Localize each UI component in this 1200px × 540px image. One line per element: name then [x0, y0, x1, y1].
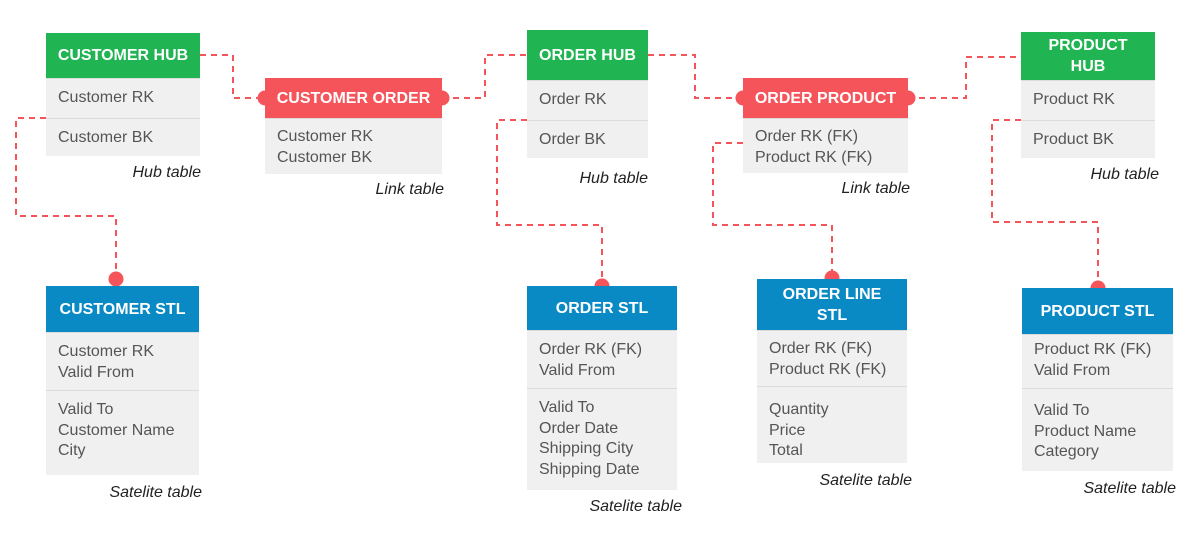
field-customer-rk: Customer RK: [58, 343, 155, 360]
customer-stl-attributes: Valid To Customer Name City: [46, 390, 199, 475]
field-price: Price: [769, 421, 806, 439]
order-stl-attributes: Valid To Order Date Shipping City Shippi…: [527, 388, 677, 490]
field-product-rk: Product RK: [1033, 91, 1115, 108]
order-line-stl-header: ORDER LINE STL: [757, 279, 907, 330]
field-valid-from: Valid From: [1034, 361, 1111, 379]
field-valid-from: Valid From: [539, 361, 616, 379]
connector-customer-hub-to-customer-order: [200, 54, 265, 99]
product-stl-attributes: Valid To Product Name Category: [1022, 388, 1173, 471]
order-line-stl-keys: Order RK (FK) Product RK (FK): [757, 330, 907, 386]
order-stl-caption: Satelite table: [589, 498, 682, 515]
order-hub-row: Order RK: [527, 80, 648, 120]
product-stl-keys: Product RK (FK) Valid From: [1022, 334, 1173, 388]
field-customer-bk: Customer BK: [58, 129, 154, 146]
field-valid-to: Valid To: [539, 399, 595, 416]
product-hub-caption: Hub table: [1090, 166, 1160, 183]
customer-order-caption: Link table: [375, 181, 445, 198]
customer-hub-table: CUSTOMER HUB Customer RK Customer BK: [46, 33, 200, 156]
field-product-rk-fk: Product RK (FK): [769, 360, 887, 378]
order-hub-caption: Hub table: [579, 170, 649, 187]
order-product-keys: Order RK (FK) Product RK (FK): [743, 118, 908, 173]
order-line-stl-title-line2: STL: [816, 306, 848, 324]
connector-customer-order-to-order-hub: [442, 54, 527, 99]
product-hub-table: PRODUCT HUB Product RK Product BK: [1021, 32, 1155, 158]
customer-stl-table: CUSTOMER STL Customer RK Valid From Vali…: [46, 286, 199, 475]
customer-hub-header: CUSTOMER HUB: [46, 33, 200, 78]
customer-order-keys: Customer RK Customer BK: [265, 118, 442, 174]
field-product-bk: Product BK: [1033, 131, 1114, 148]
order-product-header: ORDER PRODUCT: [743, 78, 908, 118]
field-product-rk-fk: Product RK (FK): [755, 148, 873, 166]
product-hub-row: Product BK: [1021, 120, 1155, 158]
order-hub-table: ORDER HUB Order RK Order BK: [527, 30, 648, 158]
order-hub-header: ORDER HUB: [527, 30, 648, 80]
field-quantity: Quantity: [769, 401, 829, 418]
product-hub-title-line2: HUB: [1070, 58, 1106, 75]
order-line-stl-caption: Satelite table: [819, 472, 912, 489]
field-total: Total: [769, 442, 803, 459]
field-customer-name: Customer Name: [58, 421, 175, 439]
order-product-caption: Link table: [841, 180, 911, 197]
order-stl-keys: Order RK (FK) Valid From: [527, 330, 677, 388]
field-valid-to: Valid To: [58, 401, 114, 418]
field-order-bk: Order BK: [539, 131, 606, 148]
customer-hub-caption: Hub table: [132, 164, 202, 181]
customer-stl-header: CUSTOMER STL: [46, 286, 199, 332]
product-hub-row: Product RK: [1021, 80, 1155, 120]
field-category: Category: [1034, 443, 1099, 460]
field-product-name: Product Name: [1034, 422, 1137, 440]
connector-dot: [108, 271, 124, 287]
field-city: City: [58, 442, 86, 459]
connector-order-hub-to-order-product: [648, 54, 743, 99]
field-product-rk-fk: Product RK (FK): [1034, 341, 1152, 358]
order-line-stl-table: ORDER LINE STL Order RK (FK) Product RK …: [757, 279, 907, 463]
customer-order-table: CUSTOMER ORDER Customer RK Customer BK: [265, 78, 442, 174]
order-stl-table: ORDER STL Order RK (FK) Valid From Valid…: [527, 286, 677, 490]
customer-order-header: CUSTOMER ORDER: [265, 78, 442, 118]
connector-order-product-to-product-hub: [908, 56, 1021, 99]
order-line-stl-attributes: Quantity Price Total: [757, 386, 907, 463]
field-customer-rk: Customer RK: [58, 89, 155, 106]
field-order-rk-fk: Order RK (FK): [769, 340, 873, 357]
field-shipping-city: Shipping City: [539, 440, 634, 457]
field-valid-from: Valid From: [58, 363, 135, 381]
customer-stl-keys: Customer RK Valid From: [46, 332, 199, 390]
product-stl-caption: Satelite table: [1083, 480, 1176, 497]
product-hub-header: PRODUCT HUB: [1021, 32, 1155, 80]
field-customer-bk: Customer BK: [277, 148, 373, 166]
product-stl-table: PRODUCT STL Product RK (FK) Valid From V…: [1022, 288, 1173, 471]
field-order-rk-fk: Order RK (FK): [755, 128, 859, 145]
field-customer-rk: Customer RK: [277, 128, 374, 145]
order-stl-header: ORDER STL: [527, 286, 677, 330]
order-product-table: ORDER PRODUCT Order RK (FK) Product RK (…: [743, 78, 908, 173]
field-valid-to: Valid To: [1034, 402, 1090, 419]
product-hub-title-line1: PRODUCT: [1048, 37, 1128, 54]
customer-stl-caption: Satelite table: [109, 484, 202, 501]
order-hub-row: Order BK: [527, 120, 648, 158]
field-order-date: Order Date: [539, 419, 619, 437]
field-order-rk: Order RK: [539, 91, 607, 108]
field-order-rk-fk: Order RK (FK): [539, 341, 643, 358]
order-line-stl-title-line1: ORDER LINE: [782, 285, 882, 303]
product-stl-header: PRODUCT STL: [1022, 288, 1173, 334]
customer-hub-row: Customer BK: [46, 118, 200, 156]
customer-hub-row: Customer RK: [46, 78, 200, 118]
field-shipping-date: Shipping Date: [539, 460, 640, 478]
